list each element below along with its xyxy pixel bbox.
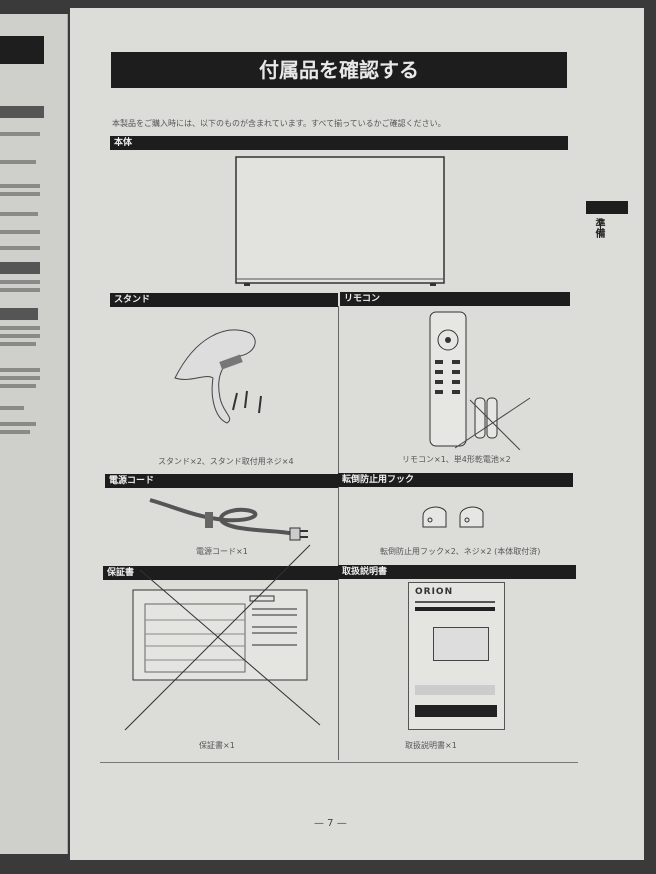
left-page-heading-bar — [0, 106, 44, 118]
left-page-title-bar — [0, 36, 44, 64]
section-heading-power-cord: 電源コード — [105, 474, 338, 488]
power-cord-illustration — [149, 498, 308, 541]
section-heading-manual: 取扱説明書 — [338, 565, 576, 579]
section-heading-hook: 転倒防止用フック — [338, 473, 573, 487]
page-title: 付属品を確認する — [111, 52, 567, 88]
section-heading-remote: リモコン — [340, 292, 570, 306]
warranty-caption: 保証書×1 — [199, 741, 235, 750]
hook-illustration — [422, 506, 484, 528]
remote-caption: リモコン×1、単4形乾電池×2 — [402, 455, 511, 464]
warranty-card-illustration — [124, 544, 321, 731]
manual-page — [70, 8, 644, 860]
section-heading-warranty: 保証書 — [103, 566, 338, 580]
manual-illustration: ORION — [408, 582, 505, 730]
section-heading-stand: スタンド — [110, 293, 338, 307]
footer-rule — [100, 762, 578, 763]
section-heading-main-unit: 本体 — [110, 136, 568, 150]
intro-text: 本製品をご購入時には、以下のものが含まれています。すべて揃っているかご確認くださ… — [112, 119, 446, 128]
manual-brand-logo: ORION — [415, 587, 454, 597]
stand-caption: スタンド×2、スタンド取付用ネジ×4 — [158, 457, 294, 466]
left-page — [0, 14, 68, 854]
tv-illustration — [235, 156, 445, 286]
remote-illustration — [429, 311, 531, 450]
hook-caption: 転倒防止用フック×2、ネジ×2 (本体取付済) — [380, 547, 541, 556]
page-number: — 7 — — [314, 818, 347, 829]
left-page-heading-bar — [0, 262, 40, 274]
manual-tv-image — [433, 627, 489, 661]
manual-caption: 取扱説明書×1 — [405, 741, 457, 750]
left-page-heading-bar — [0, 308, 38, 320]
column-divider — [338, 306, 339, 760]
stand-illustration — [174, 329, 262, 424]
side-tab-bar — [586, 201, 628, 214]
power-cord-caption: 電源コード×1 — [196, 547, 248, 556]
side-tab-label: 準備 — [593, 218, 604, 238]
